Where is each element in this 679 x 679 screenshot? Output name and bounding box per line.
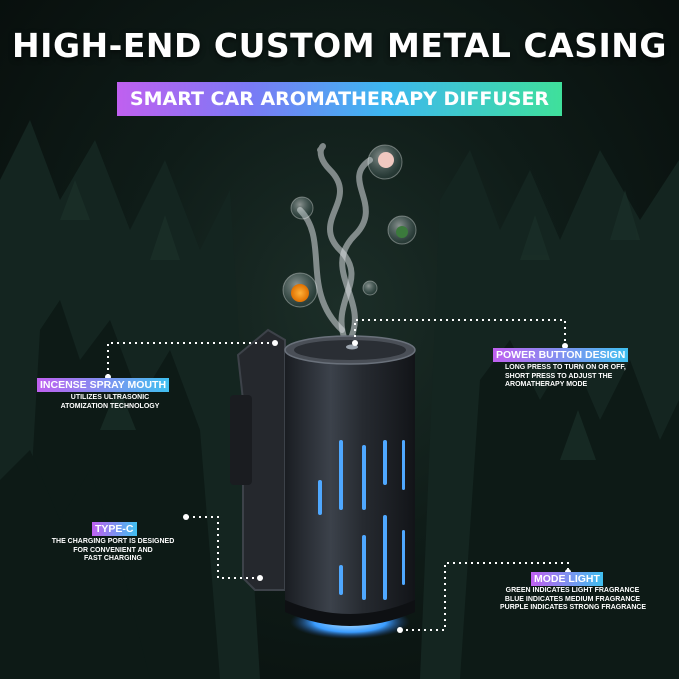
spray-mouth-label: INCENSE SPRAY MOUTH xyxy=(37,378,170,392)
leaf-icon xyxy=(396,226,408,238)
power-button-label: POWER BUTTON DESIGN xyxy=(493,348,629,362)
fragrance-bubbles xyxy=(282,144,417,308)
callout-lines xyxy=(107,319,569,631)
main-title: HIGH-END CUSTOM METAL CASING xyxy=(12,26,667,65)
light-slots xyxy=(318,440,405,600)
rose-icon xyxy=(378,152,394,168)
type-c-desc: THE CHARGING PORT IS DESIGNED FOR CONVEN… xyxy=(51,538,175,562)
mode-light-label: MODE LIGHT xyxy=(531,572,603,586)
type-c-label: TYPE-C xyxy=(92,522,137,536)
spray-mouth-desc: UTILIZES ULTRASONIC ATOMIZATION TECHNOLO… xyxy=(60,394,160,410)
diffuser-body xyxy=(285,350,415,618)
mode-light-desc: GREEN INDICATES LIGHT FRAGRANCE BLUE IND… xyxy=(500,587,647,611)
orange-icon xyxy=(291,284,309,302)
mist-smoke xyxy=(297,143,373,343)
subtitle-banner: SMART CAR AROMATHERAPY DIFFUSER xyxy=(117,82,562,116)
power-button-desc: LONG PRESS TO TURN ON OR OFF, SHORT PRES… xyxy=(505,364,626,388)
